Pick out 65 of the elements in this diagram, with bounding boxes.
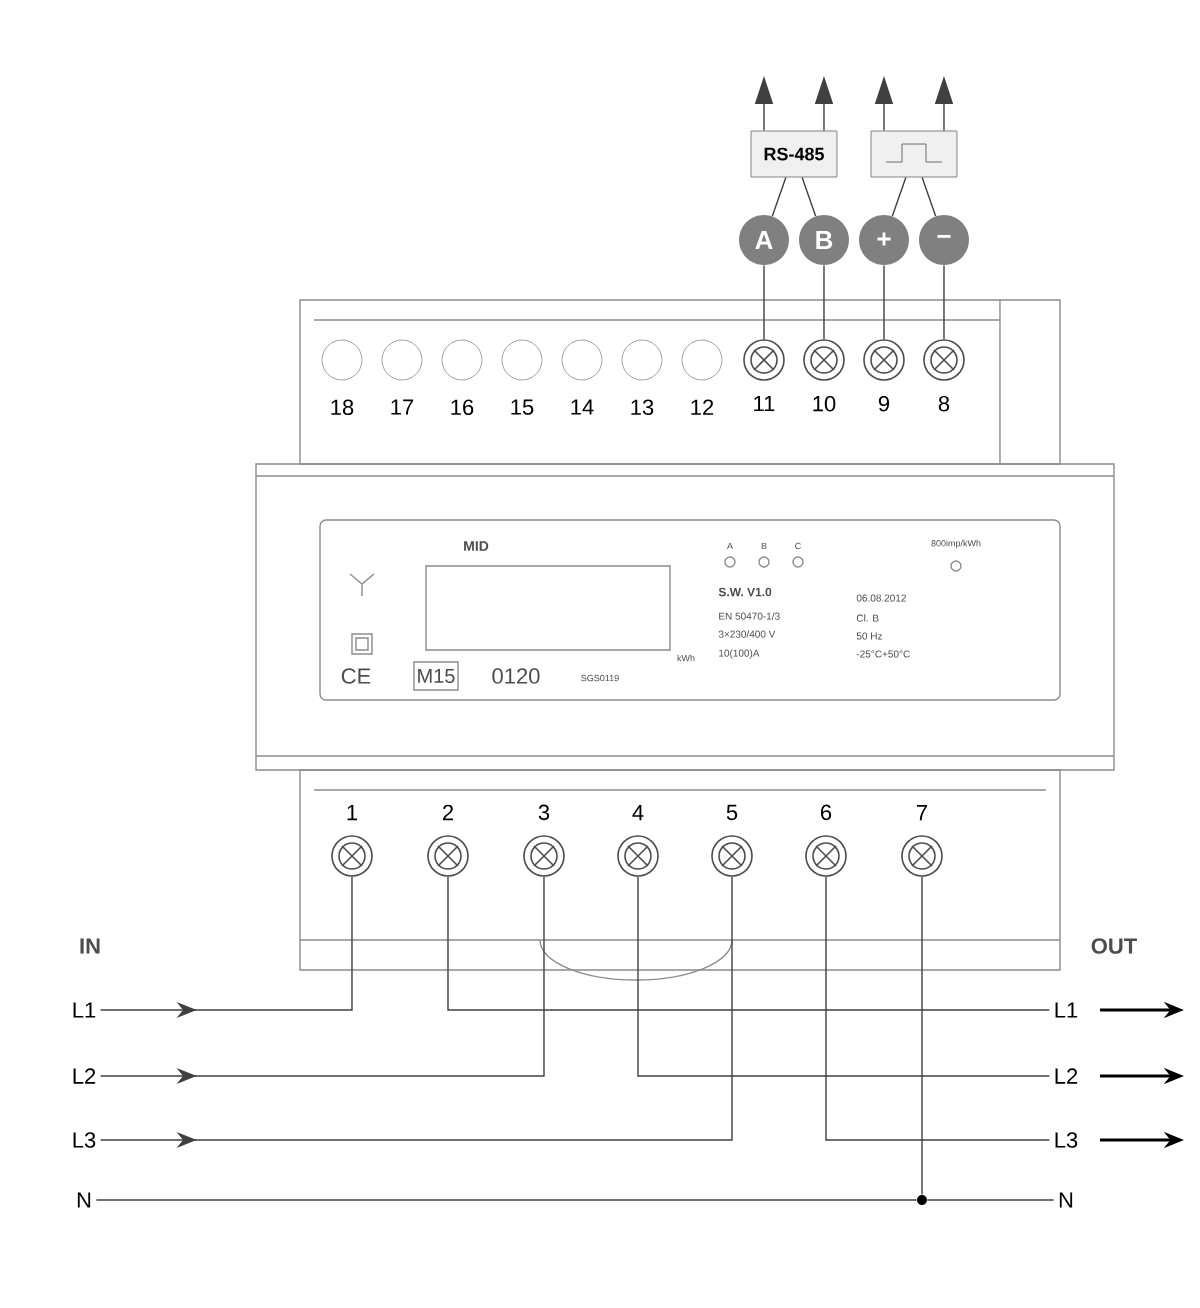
- screw-terminal: 2: [427, 804, 469, 877]
- line-label: N: [1059, 1192, 1073, 1208]
- line-label: L2: [1055, 1068, 1078, 1084]
- wire: [943, 264, 945, 340]
- node-label: 3: [538, 804, 550, 821]
- node-label: 14: [571, 399, 594, 415]
- node-label: 1: [347, 805, 358, 821]
- metrology-mark: M15: [418, 669, 455, 683]
- terminal: 18: [321, 339, 363, 416]
- screw-terminal: 11: [743, 339, 785, 411]
- node-label: 10: [813, 395, 836, 412]
- line-label: L3: [1055, 1132, 1078, 1148]
- node-label: 7: [917, 805, 927, 821]
- notified-body-number: 0120: [492, 668, 540, 684]
- ce-mark: CE: [341, 668, 371, 684]
- column-heading: OUT: [1091, 938, 1137, 954]
- screw-terminal: 8: [923, 339, 965, 412]
- line-label: L3: [73, 1132, 96, 1148]
- wire: [921, 876, 923, 1196]
- wire: [763, 264, 765, 340]
- screw-terminal: 3: [523, 804, 565, 877]
- node-label: 9: [878, 395, 890, 412]
- terminal: 17: [381, 339, 423, 415]
- node-label: 13: [631, 399, 654, 416]
- terminal: 15: [501, 339, 543, 415]
- protocol-box: RS-485: [750, 130, 838, 178]
- screw-terminal: 7: [901, 805, 943, 877]
- wire: [883, 264, 885, 340]
- wire: [891, 176, 907, 217]
- node-label: 4: [632, 805, 644, 821]
- node-label: 6: [821, 804, 832, 821]
- line-label: L1: [1055, 1002, 1078, 1018]
- screw-terminal: 4: [617, 805, 659, 877]
- screw-terminal: 1: [331, 805, 373, 877]
- column-heading: IN: [80, 938, 100, 954]
- wire: [95, 1199, 918, 1201]
- terminal: 14: [561, 339, 603, 415]
- wire: [825, 876, 1051, 1141]
- pulse-output-box: [870, 130, 958, 178]
- terminal: 13: [621, 339, 663, 416]
- wire: [637, 876, 1051, 1077]
- screw-terminal: 10: [803, 339, 845, 412]
- node-label: 17: [391, 399, 414, 415]
- node-label: 2: [442, 804, 454, 821]
- node-label: 11: [754, 395, 775, 412]
- node-label: 16: [451, 399, 474, 416]
- line-label: L1: [73, 1002, 96, 1018]
- terminal: 12: [681, 339, 723, 415]
- node-label: 5: [726, 804, 738, 821]
- wire: [447, 876, 1051, 1011]
- screw-terminal: 5: [711, 804, 753, 877]
- node-label: 8: [938, 395, 950, 412]
- wire: [823, 264, 825, 340]
- wire: [921, 176, 937, 217]
- line-label: N: [77, 1192, 91, 1208]
- screw-terminal: 9: [863, 339, 905, 412]
- node-label: 18: [331, 399, 354, 416]
- wire: [801, 176, 817, 217]
- terminal: 16: [441, 339, 483, 416]
- node-label: 12: [691, 399, 714, 415]
- node-label: 15: [511, 399, 534, 415]
- screw-terminal: 6: [805, 804, 847, 877]
- line-label: L2: [73, 1068, 96, 1084]
- wire: [771, 176, 787, 217]
- wire: [926, 1199, 1055, 1201]
